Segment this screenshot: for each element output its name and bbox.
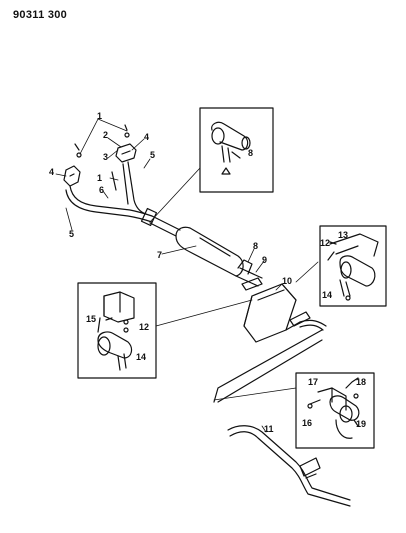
callout-17: 17 xyxy=(308,377,318,387)
exhaust-manifold-flanges xyxy=(63,124,137,187)
callout-4a: 4 xyxy=(144,132,149,142)
callout-11: 11 xyxy=(264,424,274,434)
intermediate-pipe xyxy=(140,207,181,237)
hanger-bracket xyxy=(237,259,263,291)
detail-box-lower xyxy=(295,372,375,449)
callout-15: 15 xyxy=(86,314,96,324)
detail-box-upper xyxy=(199,107,274,193)
callout-leaders xyxy=(55,118,319,433)
callout-14b: 14 xyxy=(136,352,146,362)
callout-1b: 1 xyxy=(97,173,102,183)
callout-7: 7 xyxy=(157,250,162,260)
callout-1a: 1 xyxy=(97,111,102,121)
callout-3: 3 xyxy=(103,152,108,162)
tail-pipe xyxy=(213,319,351,507)
callout-12a: 12 xyxy=(320,238,330,248)
detail-box-right xyxy=(319,225,387,307)
detail-box-left xyxy=(77,282,157,379)
callout-8b: 8 xyxy=(253,241,258,251)
callout-numbers: 1 1 2 3 4 4 5 5 6 7 8 8 9 10 11 12 12 13… xyxy=(49,111,366,434)
figure-code: 90311 300 xyxy=(13,9,68,21)
callout-9: 9 xyxy=(262,255,267,265)
catalytic-converter xyxy=(175,226,263,287)
callout-5b: 5 xyxy=(69,229,74,239)
callout-18: 18 xyxy=(356,377,366,387)
callout-12b: 12 xyxy=(139,322,149,332)
callout-4b: 4 xyxy=(49,167,54,177)
callout-19: 19 xyxy=(356,419,366,429)
callout-16: 16 xyxy=(302,418,312,428)
callout-2: 2 xyxy=(103,130,108,140)
callout-5a: 5 xyxy=(150,150,155,160)
callout-8a: 8 xyxy=(248,148,253,158)
callout-6: 6 xyxy=(99,185,104,195)
y-pipe xyxy=(65,161,153,223)
callout-13: 13 xyxy=(338,230,348,240)
callout-10: 10 xyxy=(282,276,292,286)
muffler xyxy=(243,283,311,343)
callout-14a: 14 xyxy=(322,290,332,300)
